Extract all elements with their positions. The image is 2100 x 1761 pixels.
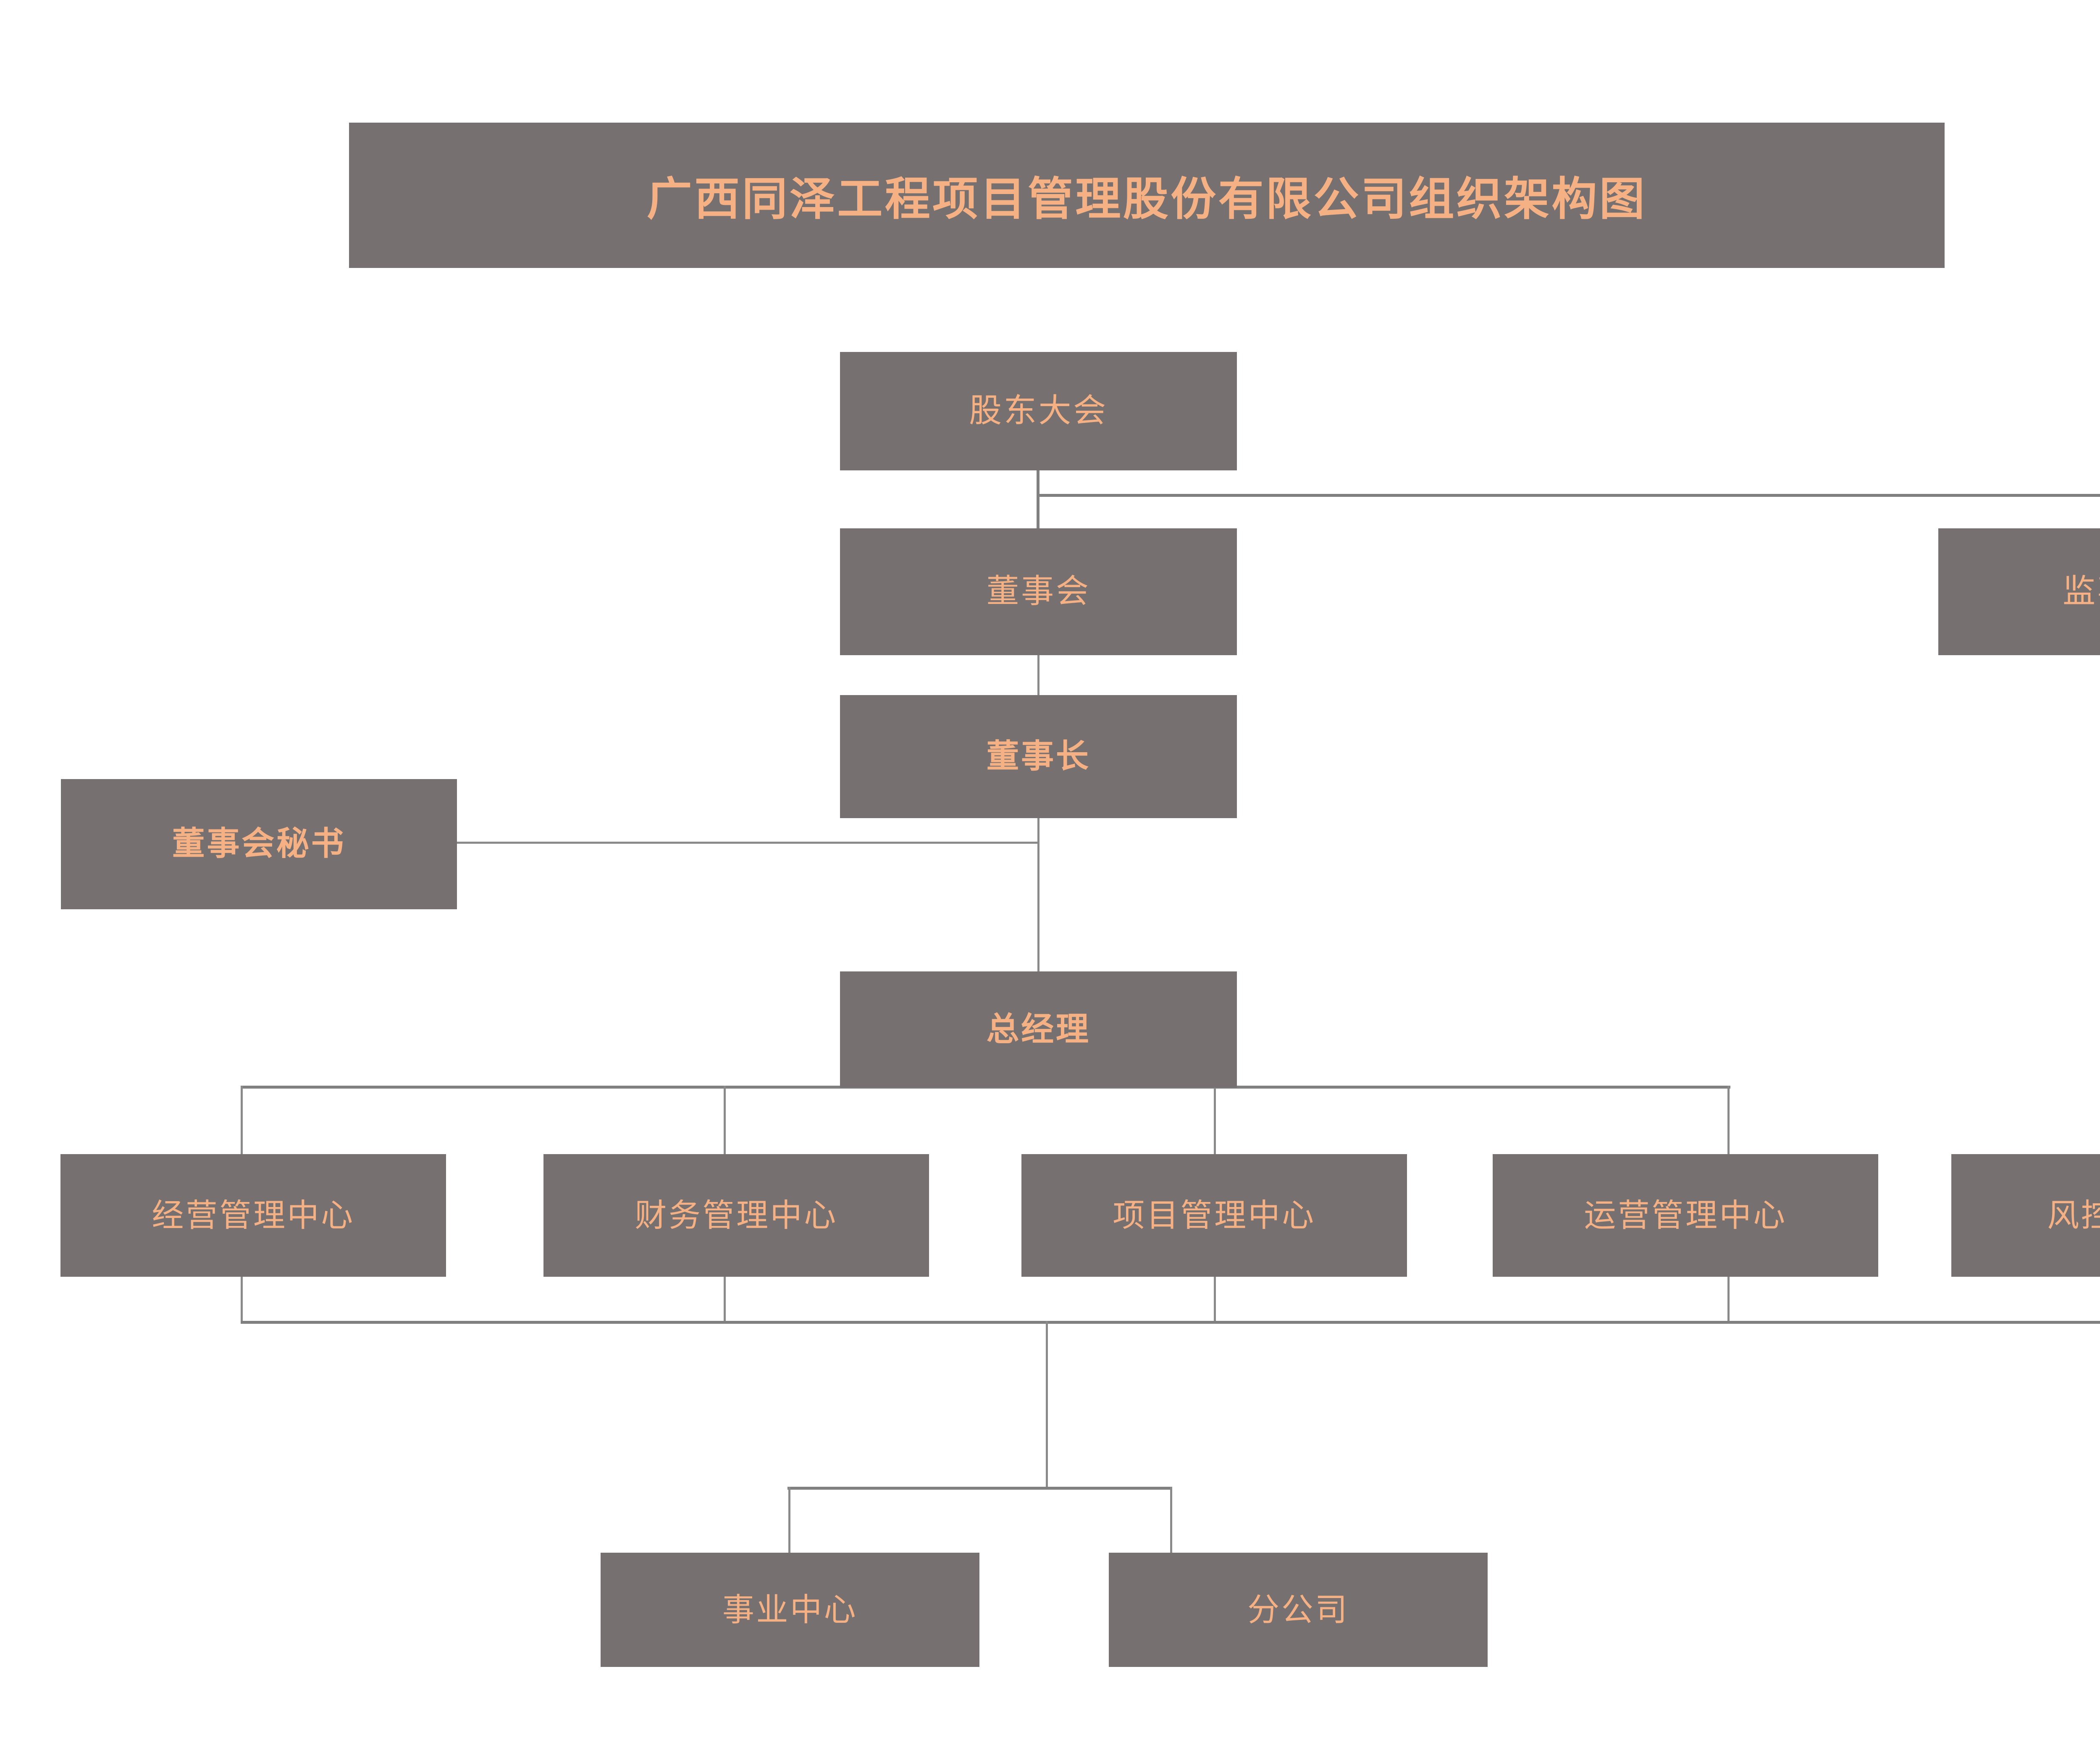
connector-units-bus	[788, 1487, 1172, 1490]
connector-drop-center-operations	[1727, 1086, 1730, 1155]
node-general-manager[interactable]: 总经理	[840, 971, 1237, 1088]
connector-riser-center-project	[1214, 1277, 1216, 1323]
node-branch-company[interactable]: 分公司	[1109, 1553, 1488, 1667]
connector-riser-center-operations	[1727, 1277, 1730, 1323]
connector-drop-unit-division	[788, 1487, 790, 1554]
node-chairman[interactable]: 董事长	[840, 695, 1237, 818]
node-business-unit-center[interactable]: 事业中心	[601, 1553, 979, 1667]
node-center-finance-management[interactable]: 财务管理中心	[543, 1154, 929, 1277]
connector-drop-center-project	[1214, 1086, 1216, 1155]
connector-drop-unit-branch	[1170, 1487, 1172, 1554]
node-board-of-directors[interactable]: 董事会	[840, 528, 1237, 655]
node-center-operations-management[interactable]: 运营管理中心	[1493, 1154, 1878, 1277]
connector-centers-bus	[241, 1321, 2100, 1324]
connector-drop-center-finance	[724, 1086, 726, 1155]
connector-riser-center-finance	[724, 1277, 726, 1323]
connector-shareholders-stem	[1037, 470, 1040, 496]
node-board-secretary[interactable]: 董事会秘书	[61, 779, 457, 909]
connector-shareholders-bus	[1037, 494, 2100, 497]
connector-board-chairman	[1037, 655, 1040, 695]
node-center-project-management[interactable]: 项目管理中心	[1021, 1154, 1407, 1277]
node-center-risk-compliance[interactable]: 风控合规中心	[1951, 1154, 2100, 1277]
connector-units-stem	[1046, 1321, 1048, 1489]
node-board-of-supervisors[interactable]: 监事会	[1938, 528, 2100, 655]
connector-drop-center-business	[241, 1086, 243, 1155]
connector-chairman-gm	[1037, 818, 1040, 972]
chart-title-banner: 广西同泽工程项目管理股份有限公司组织架构图	[349, 123, 1945, 268]
connector-board-drop	[1037, 494, 1040, 528]
node-center-business-management[interactable]: 经营管理中心	[60, 1154, 446, 1277]
connector-riser-center-business	[241, 1277, 243, 1323]
connector-secretary-chairman	[457, 842, 1040, 844]
node-shareholders-meeting[interactable]: 股东大会	[840, 352, 1237, 470]
